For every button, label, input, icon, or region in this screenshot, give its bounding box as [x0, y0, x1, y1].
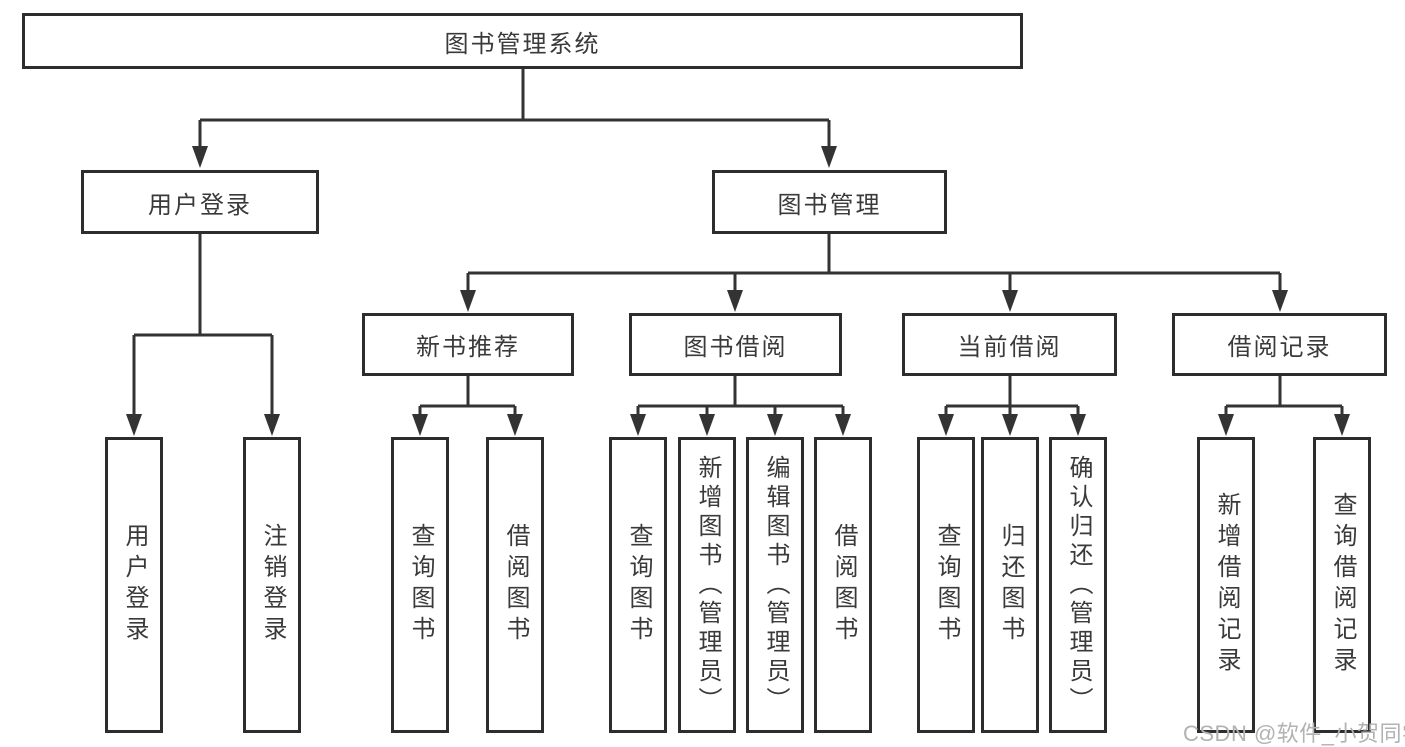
arrowhead — [727, 290, 743, 312]
leaf-records-query-record: 查询借阅记录 — [1313, 437, 1371, 733]
node-user-login-label: 用户登录 — [148, 191, 252, 219]
node-borrow-records: 借阅记录 — [1172, 313, 1387, 376]
leaf-borrowing-query-books: 查询图书 — [609, 437, 667, 733]
connector-current-children — [938, 376, 1086, 436]
node-book-borrowing: 图书借阅 — [629, 313, 842, 376]
node-book-management-label: 图书管理 — [777, 191, 882, 219]
arrowhead — [460, 290, 476, 312]
leaf-recommend-borrow-books-label: 借阅图书 — [502, 523, 529, 647]
leaf-borrowing-edit-books-admin-label: 编辑图书（管理员） — [762, 454, 789, 716]
arrowhead — [1272, 290, 1288, 312]
arrowhead — [192, 146, 208, 168]
node-book-borrowing-label: 图书借阅 — [683, 334, 788, 361]
arrowhead — [767, 414, 783, 436]
leaf-borrowing-edit-books-admin: 编辑图书（管理员） — [746, 437, 804, 733]
leaf-current-return-books: 归还图书 — [981, 437, 1039, 733]
leaf-current-query-books-label: 查询图书 — [933, 523, 960, 647]
leaf-current-query-books: 查询图书 — [917, 437, 975, 733]
leaf-borrowing-borrow-books-label: 借阅图书 — [830, 523, 857, 647]
arrowhead — [630, 414, 646, 436]
arrowhead — [412, 414, 428, 436]
node-root-label: 图书管理系统 — [444, 30, 601, 58]
arrowhead — [1334, 414, 1350, 436]
node-new-book-recommend-label: 新书推荐 — [416, 334, 520, 361]
leaf-user-login: 用户登录 — [105, 437, 163, 733]
leaf-logout-label: 注销登录 — [259, 523, 286, 647]
leaf-current-confirm-return-admin-label: 确认归还（管理员） — [1065, 454, 1092, 716]
leaf-logout: 注销登录 — [243, 437, 301, 733]
node-user-login: 用户登录 — [81, 170, 319, 234]
node-current-borrowing-label: 当前借阅 — [957, 334, 1062, 361]
leaf-recommend-query-books-label: 查询图书 — [407, 523, 434, 647]
node-current-borrowing: 当前借阅 — [902, 313, 1117, 376]
leaf-borrowing-add-books-admin-label: 新增图书（管理员） — [694, 454, 721, 716]
arrowhead — [821, 146, 837, 168]
arrowhead — [699, 414, 715, 436]
connector-root-to-level2 — [192, 69, 837, 168]
leaf-records-add-record-label: 新增借阅记录 — [1213, 492, 1240, 678]
arrowhead — [264, 414, 280, 436]
leaf-recommend-query-books: 查询图书 — [391, 437, 449, 733]
leaf-records-add-record: 新增借阅记录 — [1197, 437, 1255, 733]
node-root: 图书管理系统 — [22, 13, 1023, 69]
arrowhead — [1218, 414, 1234, 436]
connector-user-login-children — [126, 234, 280, 436]
arrowhead — [126, 414, 142, 436]
node-new-book-recommend: 新书推荐 — [362, 313, 574, 376]
connector-borrowing-children — [630, 376, 851, 436]
connector-new-book-children — [412, 376, 523, 436]
leaf-records-query-record-label: 查询借阅记录 — [1329, 492, 1356, 678]
arrowhead — [507, 414, 523, 436]
leaf-borrowing-borrow-books: 借阅图书 — [814, 437, 872, 733]
connector-book-mgmt-to-level3 — [460, 234, 1288, 312]
leaf-current-return-books-label: 归还图书 — [997, 523, 1024, 647]
leaf-borrowing-add-books-admin: 新增图书（管理员） — [678, 437, 736, 733]
leaf-current-confirm-return-admin: 确认归还（管理员） — [1049, 437, 1107, 733]
leaf-borrowing-query-books-label: 查询图书 — [625, 523, 652, 647]
arrowhead — [938, 414, 954, 436]
arrowhead — [835, 414, 851, 436]
leaf-user-login-label: 用户登录 — [121, 523, 148, 647]
arrowhead — [1070, 414, 1086, 436]
node-book-management: 图书管理 — [712, 170, 947, 234]
arrowhead — [1002, 290, 1018, 312]
csdn-watermark: CSDN @软件_小贺同学 — [1183, 721, 1405, 746]
connector-records-children — [1218, 376, 1350, 436]
arrowhead — [1002, 414, 1018, 436]
node-borrow-records-label: 借阅记录 — [1227, 334, 1332, 361]
leaf-recommend-borrow-books: 借阅图书 — [486, 437, 544, 733]
